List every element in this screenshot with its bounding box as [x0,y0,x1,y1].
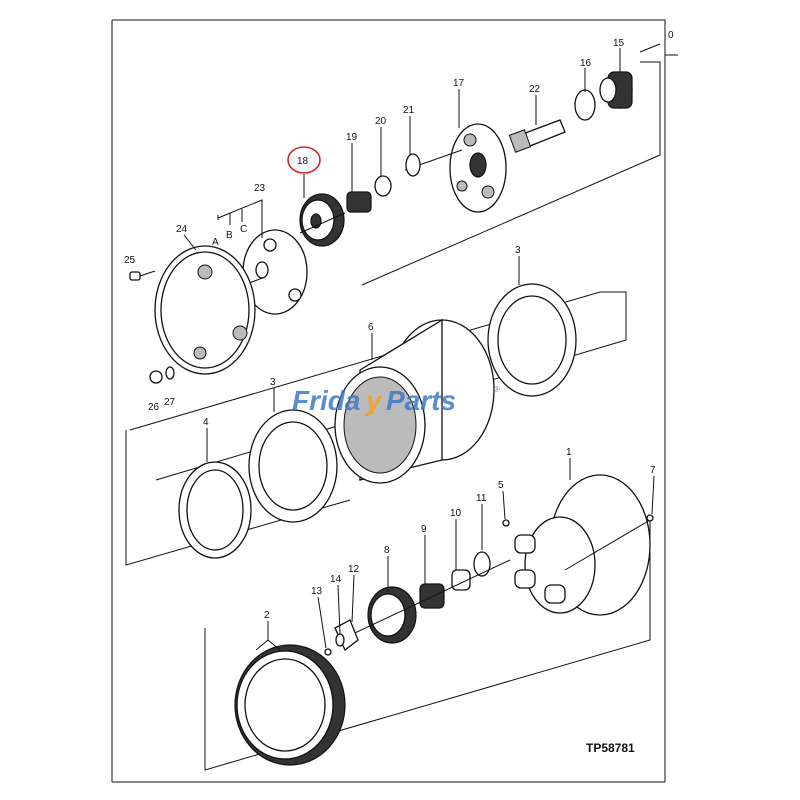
part-2-floating-seal [234,644,346,766]
callout-23-B: B [226,230,233,241]
leader-14 [337,584,341,635]
callout-16: 16 [580,58,592,69]
callout-0: 0 [668,30,674,41]
callout-0-leader [639,43,661,53]
watermark-text-b: y [364,385,383,416]
part-19-needle-bearing [346,191,372,213]
part-15-bearing [599,71,633,109]
callout-10: 10 [450,508,462,519]
callout-5: 5 [498,480,504,491]
callout-11: 11 [476,493,487,504]
part-9-needle-bearing [419,583,445,609]
callout-18: 18 [297,156,309,167]
part-16-snap-ring [574,89,596,121]
watermark-reg-mark: ® [494,385,500,394]
part-21-washer [405,153,421,177]
axis-line-lower [339,559,511,641]
watermark-text-c: Parts [386,385,456,416]
part-6-ring-gear-housing [334,318,495,484]
part-3-bearing-left [248,409,338,523]
part-24-cover [154,245,256,375]
callout-24: 24 [176,224,188,235]
leader-12 [351,574,355,623]
part-23-thrust-plate [242,229,308,315]
callout-1: 1 [566,447,572,458]
part-22-spline-shaft [508,119,566,153]
upper-panel-border [361,61,661,286]
drawing-code: TP58781 [586,741,635,755]
leader-2 [255,621,281,651]
part-7-plug [646,514,654,522]
callout-23-C: C [240,224,247,235]
leader-23 [217,199,263,238]
callout-3-upper: 3 [515,245,521,256]
callout-23-A: A [212,237,219,248]
part-5-pin [502,519,510,527]
callout-12: 12 [348,564,360,575]
leader-13 [317,596,327,649]
watermark-text-a: Frida [292,385,360,416]
leader-7 [651,475,655,515]
part-14-washer [335,633,345,647]
part-1-hub-assembly [514,474,651,616]
bottom-panel-border [204,520,651,771]
leader-24 [183,234,197,251]
part-25-bolt [129,270,156,281]
callout-9: 9 [421,524,427,535]
part-11-washer [473,551,491,577]
callout-20: 20 [375,116,387,127]
part-3-bearing-right [487,283,577,397]
callout-23: 23 [254,183,266,194]
callout-8: 8 [384,545,390,556]
part-13-bolt [324,648,332,656]
part-18-planet-gear [299,193,345,247]
part-17-carrier [449,123,507,213]
callout-17: 17 [453,78,465,89]
callout-19: 19 [346,132,358,143]
callout-21: 21 [403,105,415,116]
callout-3-lower: 3 [270,377,276,388]
callout-15: 15 [613,38,625,49]
callout-7: 7 [650,465,656,476]
callout-25: 25 [124,255,136,266]
callout-4: 4 [203,417,209,428]
watermark-logo: Frida y Parts ® [292,385,500,416]
part-27-o-ring [165,366,175,380]
callout-18-highlight-circle [287,146,321,174]
part-26-plug [149,370,163,384]
callout-14: 14 [330,574,342,585]
lower-left-panel-border [125,430,351,566]
axis-line-gear [299,212,346,234]
callout-2: 2 [264,610,270,621]
frame-top [112,19,678,56]
callout-6: 6 [368,322,374,333]
callout-26: 26 [148,402,160,413]
part-20-bushing [374,175,392,197]
callout-22: 22 [529,84,541,95]
part-4-lock-ring [178,461,252,559]
callout-13: 13 [311,586,323,597]
leader-5 [502,490,506,520]
callout-27: 27 [164,397,176,408]
